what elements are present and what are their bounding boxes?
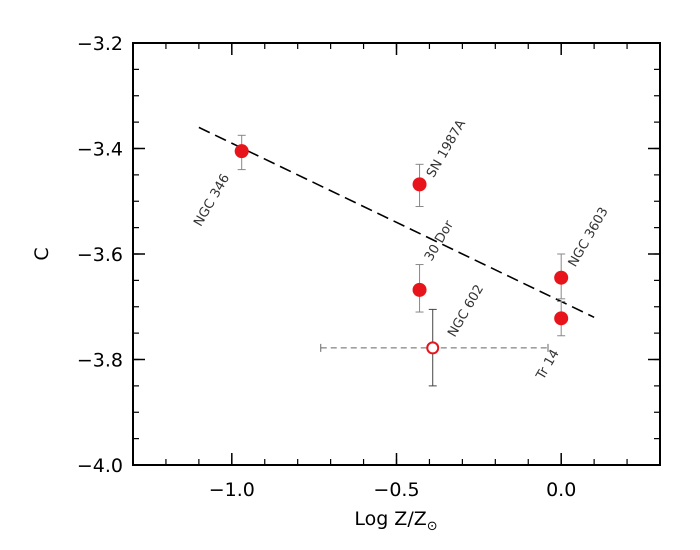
y-axis-title: C	[31, 247, 53, 260]
x-tick-label: −0.5	[373, 479, 419, 501]
point-label: Tr 14	[533, 347, 563, 383]
data-point	[412, 177, 427, 192]
y-tick-label: −3.8	[77, 350, 123, 372]
data-point	[554, 311, 569, 326]
x-axis-title: Log Z/Z⊙	[354, 508, 437, 534]
data-point-open	[426, 341, 440, 355]
data-point	[412, 282, 427, 297]
sun-symbol: ⊙	[427, 519, 438, 534]
errorbars	[237, 134, 566, 387]
y-tick-label: −3.4	[77, 139, 123, 161]
y-tick-label: −4.0	[77, 455, 123, 477]
x-tick-label: −1.0	[209, 479, 255, 501]
point-label: NGC 346	[191, 172, 233, 230]
tick-labels: −1.0 −0.5 0.0 −4.0 −3.8 −3.6 −3.4 −3.2	[77, 33, 576, 501]
y-tick-label: −3.2	[77, 33, 123, 55]
point-label: 30 Dor	[422, 218, 457, 264]
x-tick-label: 0.0	[546, 479, 576, 501]
ticks	[132, 42, 661, 466]
point-label: NGC 602	[445, 282, 487, 340]
data-point	[234, 144, 249, 159]
data-points	[234, 144, 569, 355]
point-labels: NGC 346 SN 1987A 30 Dor NGC 3603 Tr 14 NGC 60…	[191, 117, 611, 383]
y-tick-label: −3.6	[77, 244, 123, 266]
data-point	[554, 270, 569, 285]
fit-line	[198, 126, 595, 319]
point-label: NGC 3603	[566, 205, 612, 270]
fit-line-group	[198, 126, 595, 319]
point-label: SN 1987A	[424, 117, 469, 180]
